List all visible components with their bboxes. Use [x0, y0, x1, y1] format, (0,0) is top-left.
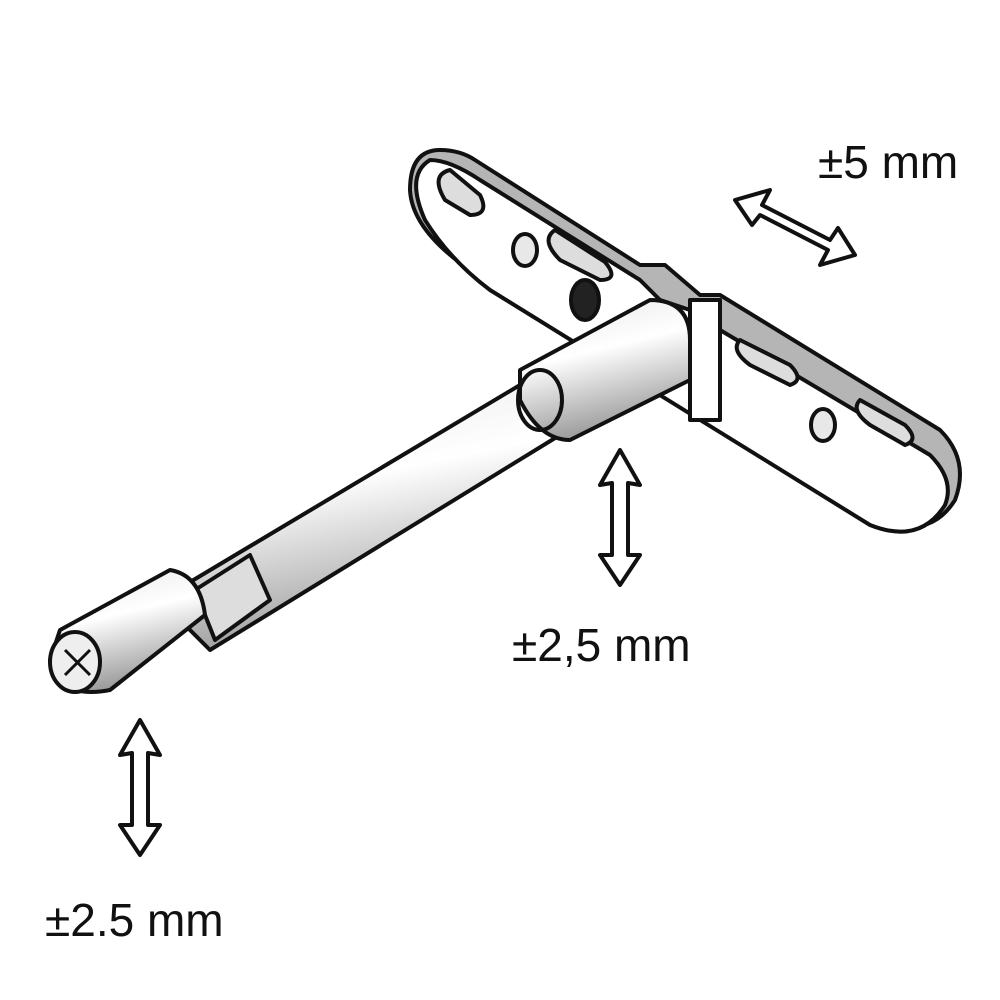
label-plate-adjust: ±5 mm	[818, 136, 959, 188]
connector-rod	[48, 298, 692, 694]
arrow-tip-vertical	[118, 718, 162, 857]
arrow-rod-vertical	[598, 448, 642, 587]
label-tip-vertical: ±2.5 mm	[45, 894, 224, 946]
label-rod-vertical: ±2,5 mm	[512, 619, 691, 671]
arrow-horizontal-adjust	[733, 188, 857, 267]
